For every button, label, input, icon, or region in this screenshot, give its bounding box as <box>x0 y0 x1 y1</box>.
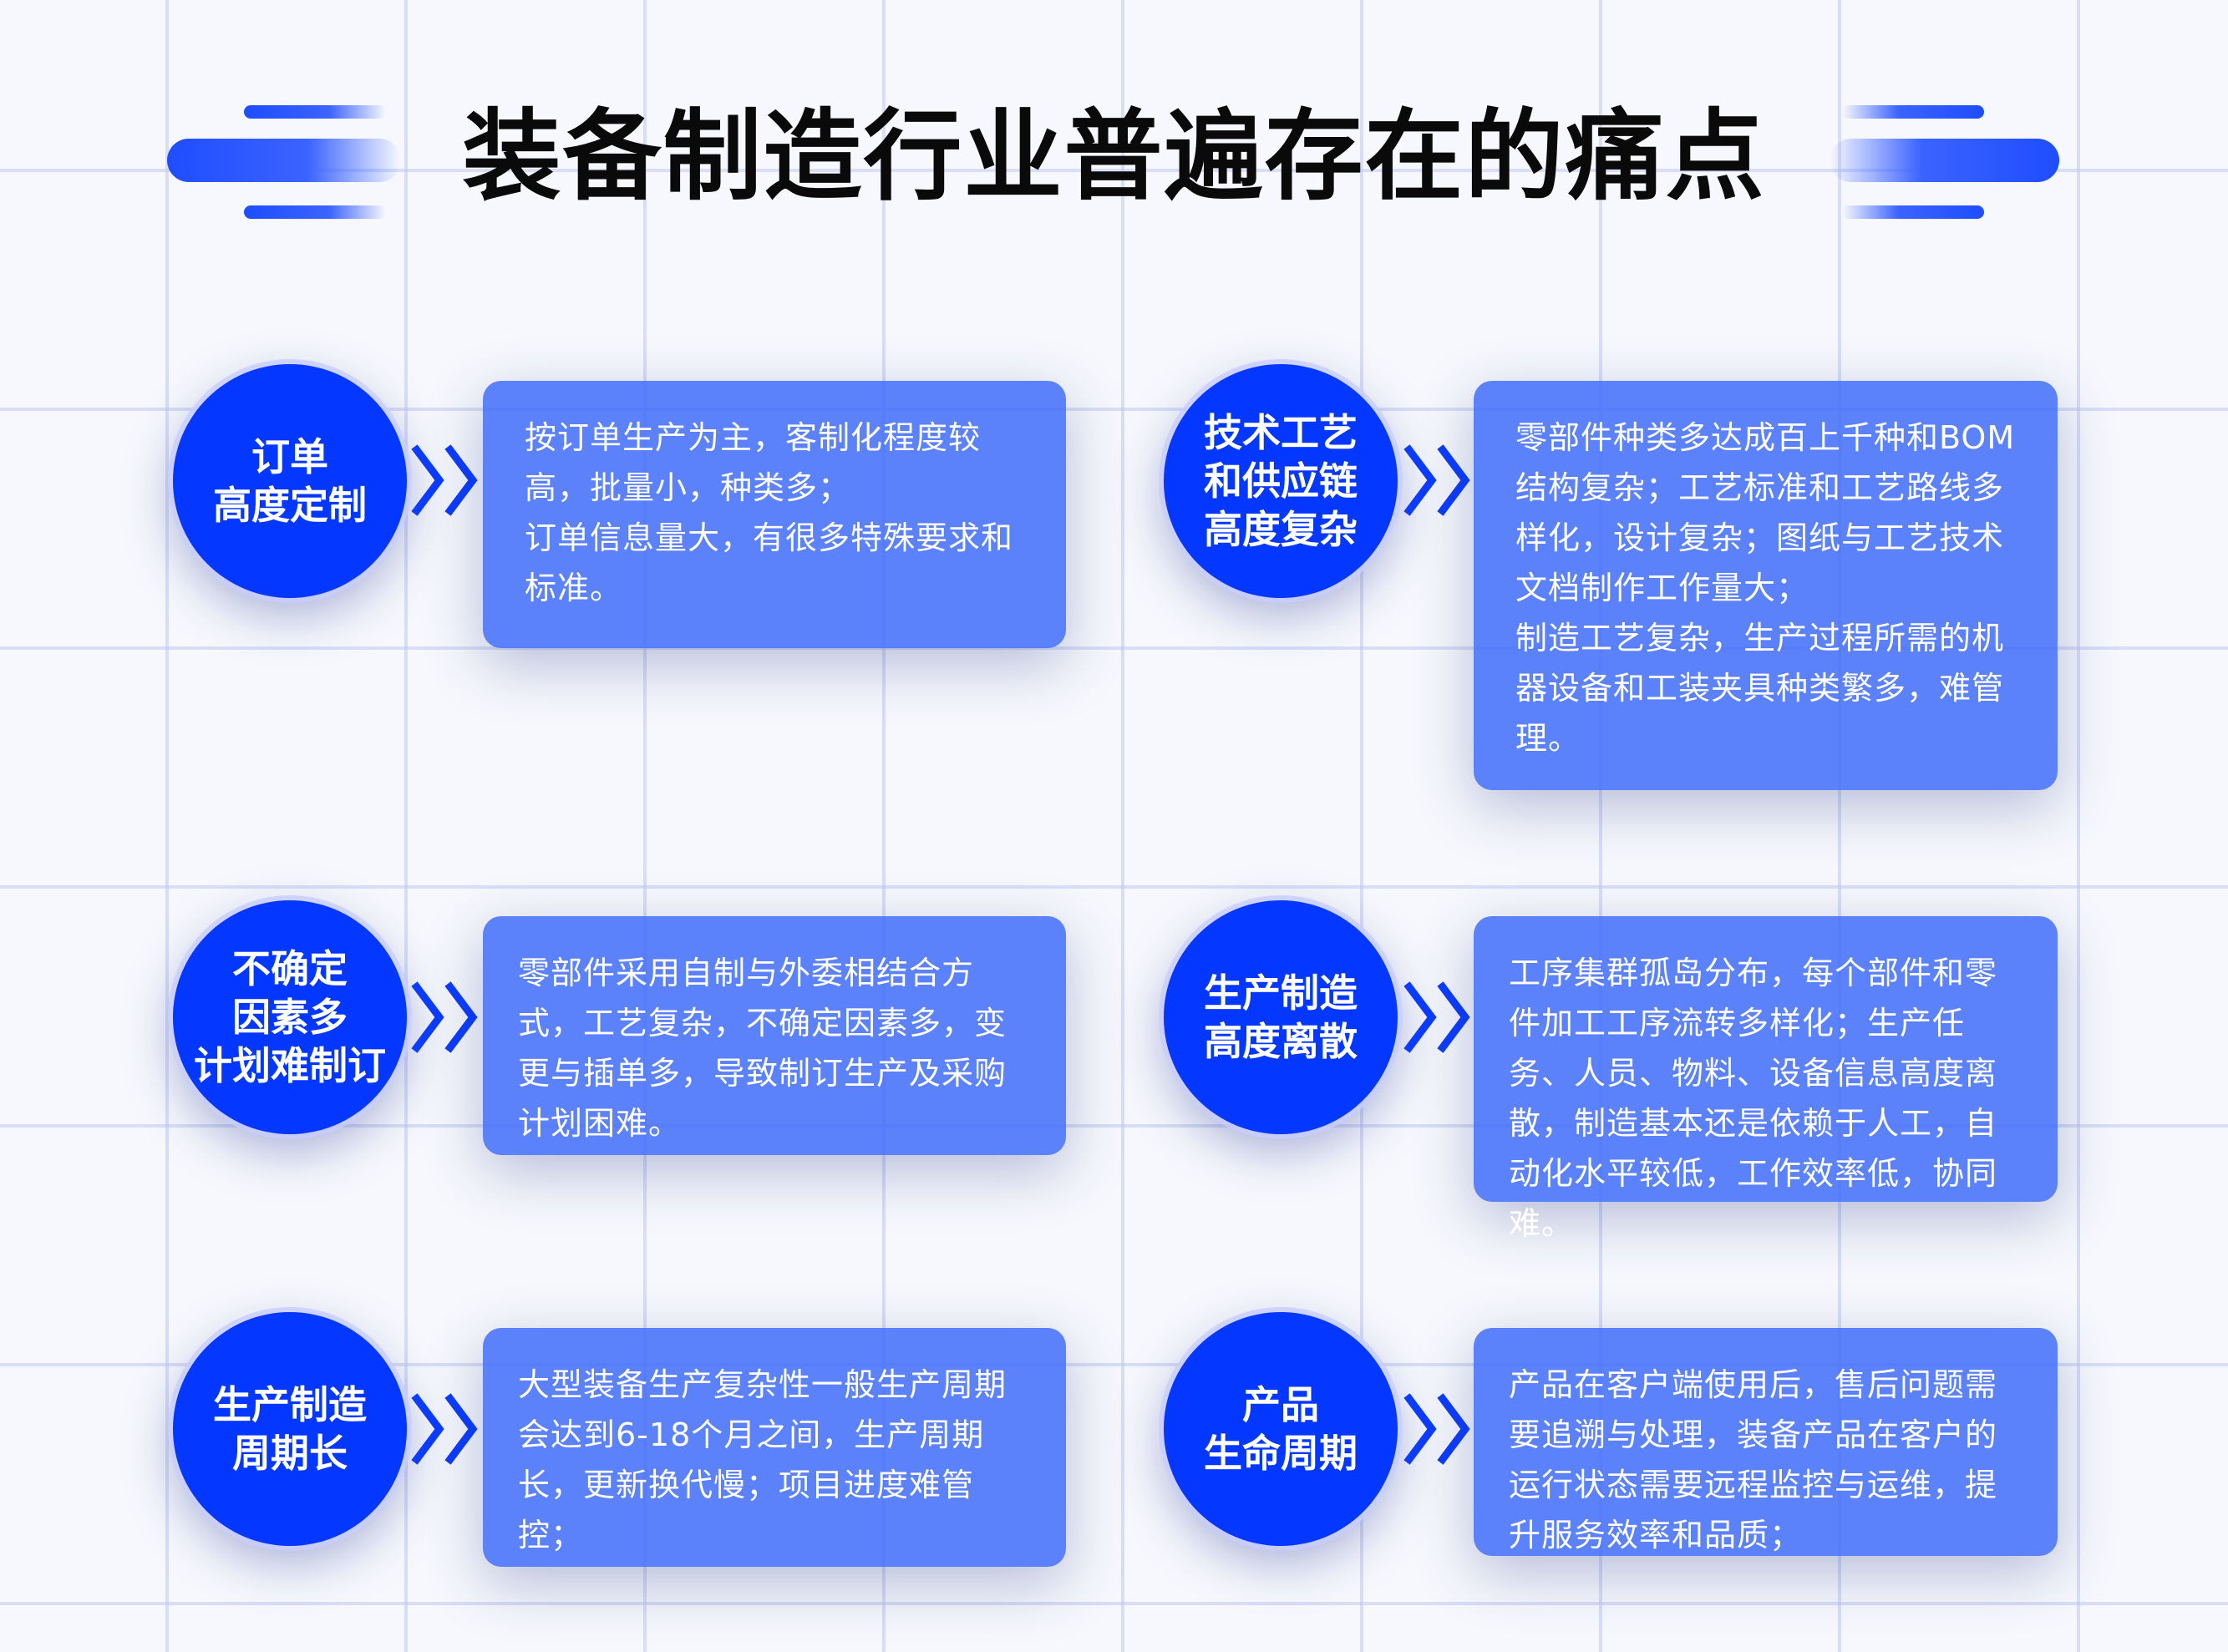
pain-point-label: 产品 生命周期 <box>1164 1312 1398 1546</box>
pain-point-label: 技术工艺 和供应链 高度复杂 <box>1164 364 1398 598</box>
pain-point-label: 不确定 因素多 计划难制订 <box>173 900 407 1134</box>
title-decoration-right <box>1842 205 1984 219</box>
pain-point-label: 订单 高度定制 <box>173 364 407 598</box>
title-decoration-right <box>1830 139 2059 182</box>
double-chevron-right-icon <box>1403 444 1470 516</box>
pain-point-description: 零部件采用自制与外委相结合方式，工艺复杂，不确定因素多，变更与插单多，导致制订生… <box>483 916 1066 1155</box>
page-title: 装备制造行业普遍存在的痛点 <box>462 99 1766 214</box>
double-chevron-right-icon <box>411 1393 478 1465</box>
pain-point-description: 工序集群孤岛分布，每个部件和零件加工工序流转多样化；生产任务、人员、物料、设备信… <box>1474 916 2058 1242</box>
double-chevron-right-icon <box>1403 1393 1470 1465</box>
pain-point-description: 按订单生产为主，客制化程度较高，批量小，种类多； 订单信息量大，有很多特殊要求和… <box>483 381 1066 648</box>
pain-point-label: 生产制造 周期长 <box>173 1312 407 1546</box>
title-decoration-left <box>244 205 386 219</box>
title-decoration-left <box>167 139 401 182</box>
pain-point-description: 产品在客户端使用后，售后问题需要追溯与处理，装备产品在客户的运行状态需要远程监控… <box>1474 1328 2058 1556</box>
pain-point-label: 生产制造 高度离散 <box>1164 900 1398 1134</box>
double-chevron-right-icon <box>411 981 478 1053</box>
title-decoration-right <box>1842 105 1984 119</box>
pain-point-description: 零部件种类多达成百上千种和BOM结构复杂；工艺标准和工艺路线多样化，设计复杂；图… <box>1474 381 2058 790</box>
double-chevron-right-icon <box>1403 981 1470 1053</box>
pain-point-description: 大型装备生产复杂性一般生产周期会达到6-18个月之间，生产周期长，更新换代慢；项… <box>483 1328 1066 1567</box>
title-decoration-left <box>244 105 386 119</box>
double-chevron-right-icon <box>411 444 478 516</box>
